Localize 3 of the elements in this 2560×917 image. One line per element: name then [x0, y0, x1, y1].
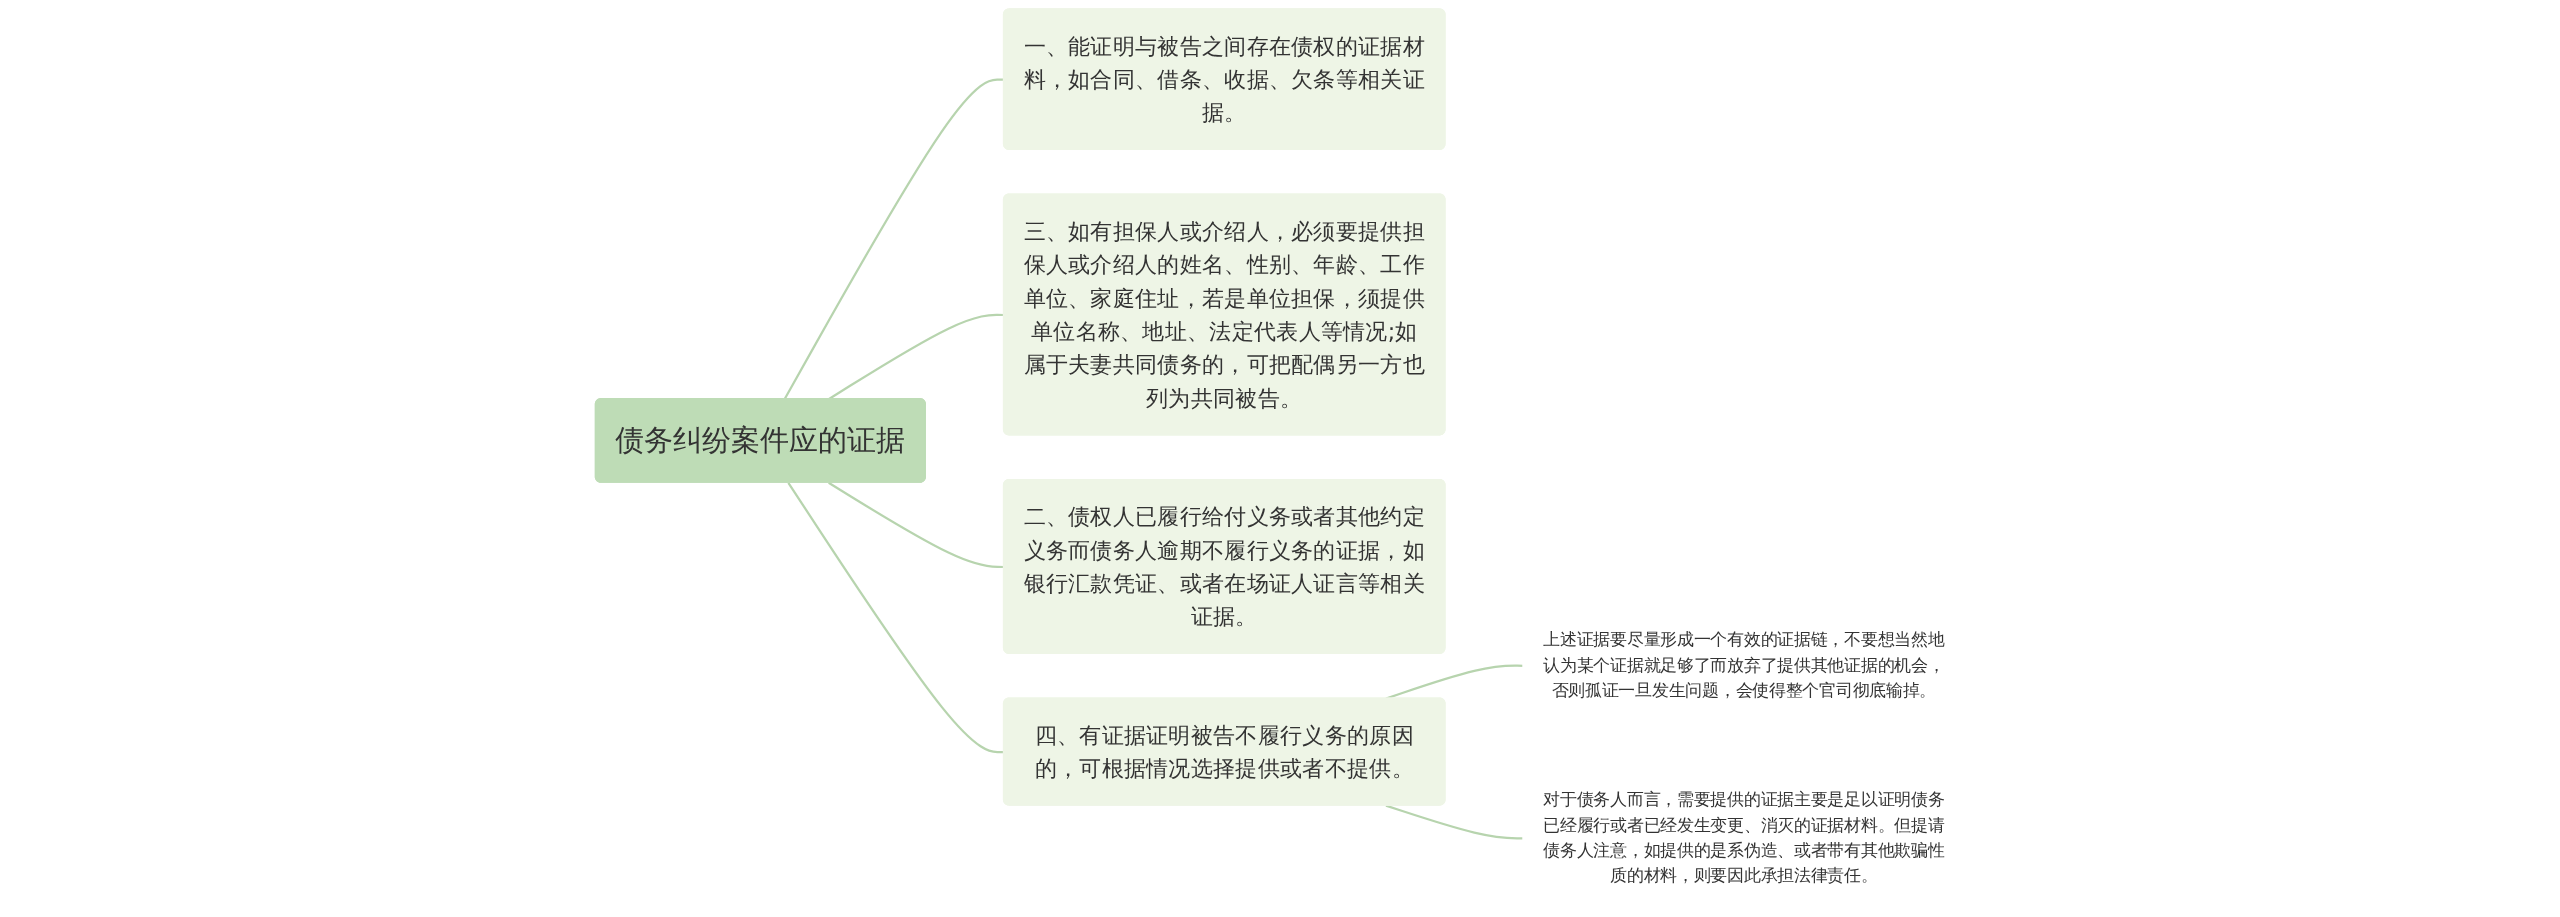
node-text: 对于债务人而言，需要提供的证据主要是足以证明债务已经履行或者已经发生变更、消灭的证据材料。但提请债务人注意，如提供的是系伪造、或者带有其他欺骗性质的材料，则要因此承担法律责任。 — [1543, 789, 1945, 886]
connector — [1385, 804, 1524, 840]
node-text: 上述证据要尽量形成一个有效的证据链，不要想当然地认为某个证据就足够了而放弃了提供其他证据的机会，否则孤证一旦发生问题，会使得整个官司彻底输掉。 — [1543, 629, 1945, 701]
